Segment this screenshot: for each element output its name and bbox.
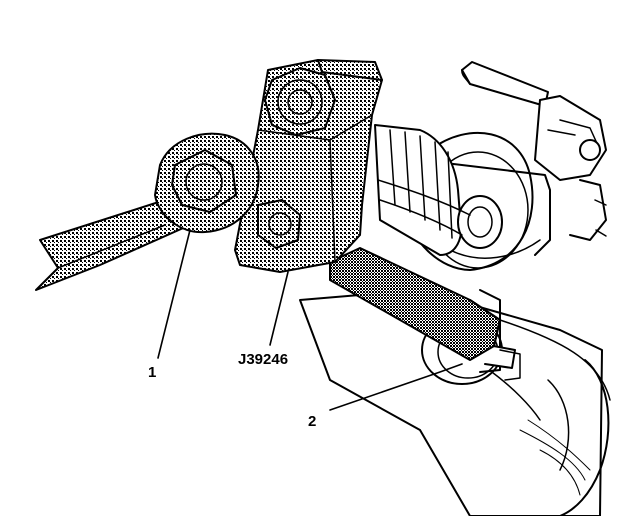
steering-assembly — [461, 61, 607, 241]
callout-j39246: J39246 — [238, 351, 288, 368]
leader-2 — [329, 363, 463, 411]
leader-lines — [157, 229, 463, 411]
callout-2: 2 — [308, 413, 316, 430]
splined-shaft — [374, 124, 503, 256]
callout-1: 1 — [148, 364, 156, 381]
leader-1 — [157, 229, 191, 359]
leader-j39246 — [269, 271, 289, 346]
wrench — [35, 132, 260, 291]
block-nut — [257, 199, 301, 249]
threaded-rod — [329, 247, 501, 361]
forcing-screw-head — [264, 67, 336, 136]
